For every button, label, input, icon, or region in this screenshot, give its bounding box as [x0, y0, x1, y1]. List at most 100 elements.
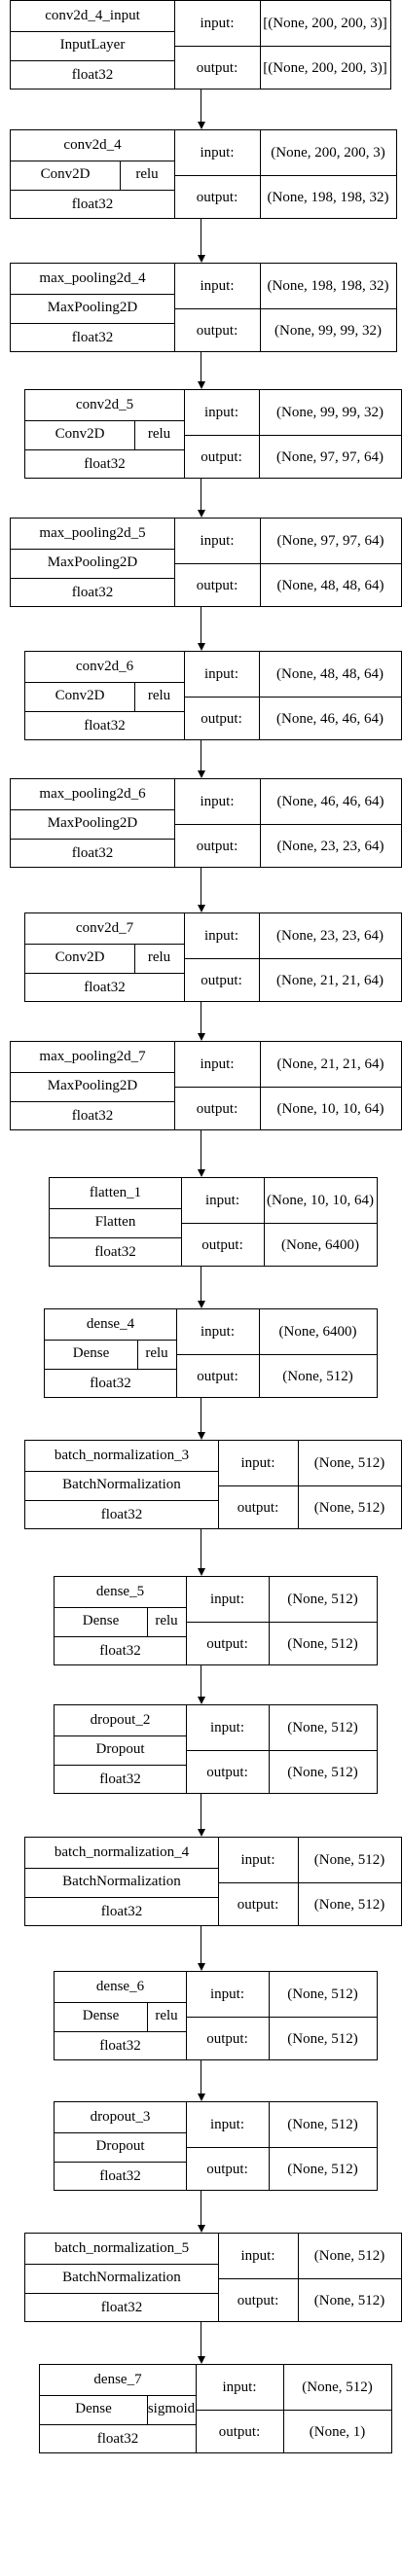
- row-divider: [186, 1750, 377, 1751]
- column-divider: [174, 130, 175, 218]
- layer-name: batch_normalization_5: [54, 2239, 190, 2256]
- layer-dtype: float32: [99, 1771, 141, 1788]
- input-shape: (None, 512): [302, 2379, 373, 2395]
- layer-name: conv2d_6: [75, 658, 134, 674]
- layer-type: BatchNormalization: [62, 2270, 181, 2286]
- output-shape: (None, 99, 99, 32): [274, 322, 382, 339]
- row-divider: [55, 2031, 186, 2033]
- activation-divider: [147, 2001, 148, 2032]
- output-shape: (None, 21, 21, 64): [276, 972, 384, 988]
- input-label: input:: [209, 1719, 244, 1735]
- output-shape: (None, 512): [287, 1635, 358, 1652]
- column-divider: [260, 264, 261, 351]
- output-shape: (None, 512): [313, 2292, 385, 2308]
- input-shape: (None, 200, 200, 3): [271, 144, 385, 161]
- row-divider: [55, 1765, 186, 1767]
- output-shape: (None, 6400): [281, 1236, 359, 1253]
- layer-type: Dropout: [95, 2138, 145, 2155]
- column-divider: [298, 2234, 299, 2321]
- layer-dtype: float32: [99, 1643, 141, 1660]
- layer-name: max_pooling2d_7: [39, 1048, 146, 1064]
- input-shape: (None, 512): [287, 2116, 358, 2132]
- layer-activation: relu: [147, 688, 171, 704]
- output-label: output:: [197, 1368, 238, 1384]
- layer-activation: relu: [145, 1345, 168, 1362]
- arrowhead-icon: [197, 381, 205, 389]
- row-divider: [174, 1087, 401, 1088]
- arrowhead-icon: [197, 1963, 205, 1971]
- output-shape: (None, 512): [282, 1368, 353, 1384]
- row-divider: [186, 2147, 377, 2148]
- arrowhead-icon: [197, 2225, 205, 2233]
- row-divider: [174, 308, 396, 309]
- layer-name: conv2d_4: [63, 136, 122, 153]
- output-shape: (None, 512): [287, 1764, 358, 1780]
- input-label: input:: [209, 1986, 244, 2002]
- arrowhead-icon: [197, 1169, 205, 1177]
- layer-type: Dense: [72, 1345, 110, 1362]
- column-divider: [259, 390, 260, 478]
- arrowhead-icon: [197, 1432, 205, 1440]
- layer-name: dense_5: [95, 1583, 145, 1599]
- input-shape: (None, 512): [313, 1454, 385, 1471]
- row-divider: [25, 449, 184, 451]
- layer-activation: relu: [155, 1613, 178, 1629]
- layer-name: dropout_3: [90, 2108, 151, 2125]
- input-label: input:: [222, 2379, 257, 2395]
- layer-type: Conv2D: [55, 426, 105, 443]
- layer-dtype: float32: [71, 67, 114, 84]
- arrowhead-icon: [197, 122, 205, 129]
- row-divider: [218, 2278, 401, 2279]
- row-divider: [11, 548, 174, 550]
- output-shape: (None, 198, 198, 32): [267, 189, 389, 205]
- input-label: input:: [204, 1192, 239, 1208]
- row-divider: [218, 1882, 401, 1883]
- column-divider: [184, 652, 185, 739]
- input-shape: (None, 99, 99, 32): [276, 404, 384, 420]
- layer-type: Conv2D: [55, 949, 105, 966]
- layer-dtype: float32: [100, 2300, 143, 2316]
- layer-type: InputLayer: [59, 37, 126, 54]
- input-label: input:: [200, 144, 235, 161]
- input-shape: (None, 6400): [278, 1323, 357, 1340]
- arrowhead-icon: [197, 510, 205, 518]
- output-label: output:: [196, 577, 238, 593]
- column-divider: [298, 1441, 299, 1528]
- row-divider: [174, 824, 401, 825]
- output-label: output:: [196, 838, 238, 854]
- row-divider: [11, 190, 174, 192]
- row-divider: [25, 943, 184, 945]
- input-label: input:: [200, 793, 235, 809]
- row-divider: [55, 1636, 186, 1638]
- layer-type: MaxPooling2D: [47, 1078, 138, 1094]
- layer-dtype: float32: [71, 845, 114, 862]
- column-divider: [260, 1, 261, 89]
- column-divider: [259, 1309, 260, 1397]
- output-shape: (None, 512): [313, 1499, 385, 1516]
- input-label: input:: [200, 15, 235, 31]
- layer-dtype: float32: [71, 585, 114, 601]
- input-shape: (None, 21, 21, 64): [276, 1055, 384, 1072]
- input-label: input:: [200, 1055, 235, 1072]
- output-shape: (None, 97, 97, 64): [276, 448, 384, 465]
- input-shape: (None, 198, 198, 32): [267, 277, 389, 294]
